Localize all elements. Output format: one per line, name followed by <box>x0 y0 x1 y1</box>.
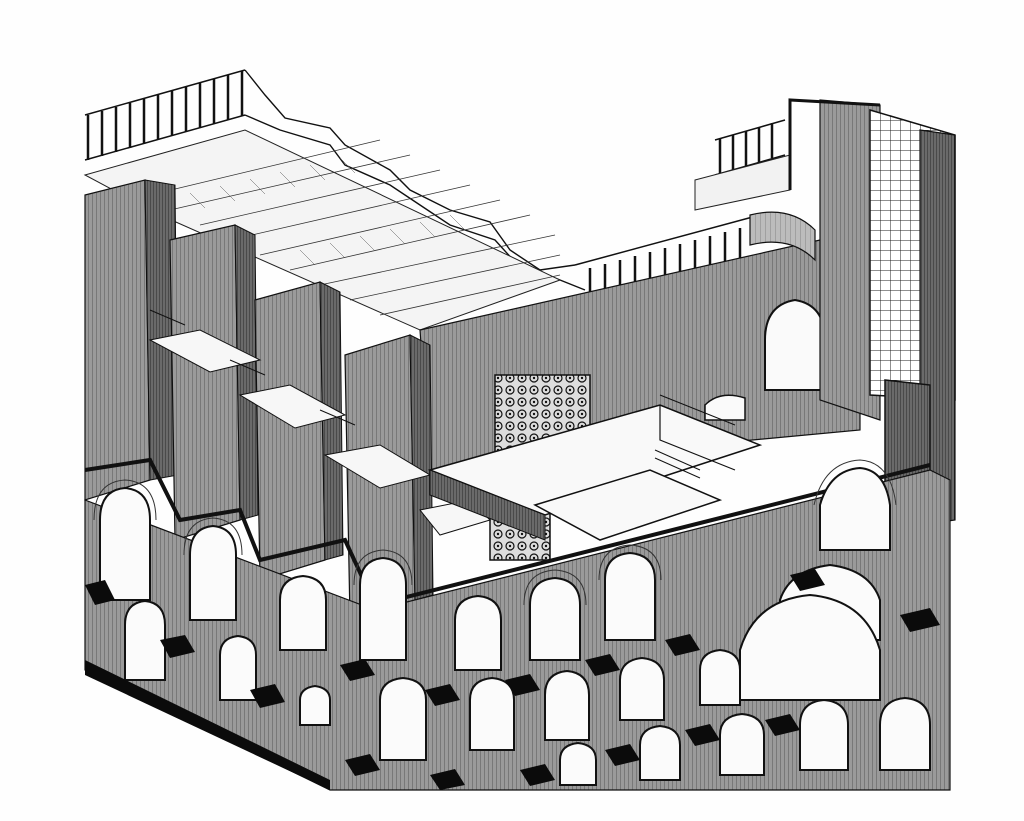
railings <box>149 309 736 479</box>
roof-truss-left <box>84 69 246 161</box>
left-piers <box>84 179 491 621</box>
arcade-arches-lower <box>124 593 931 786</box>
pier-shadows <box>85 569 940 790</box>
right-tower <box>749 98 956 526</box>
middle-terraces <box>427 404 763 541</box>
arch-rings <box>93 459 897 606</box>
roof-slabs <box>83 129 562 331</box>
roof-truss-upper-right <box>694 119 791 211</box>
